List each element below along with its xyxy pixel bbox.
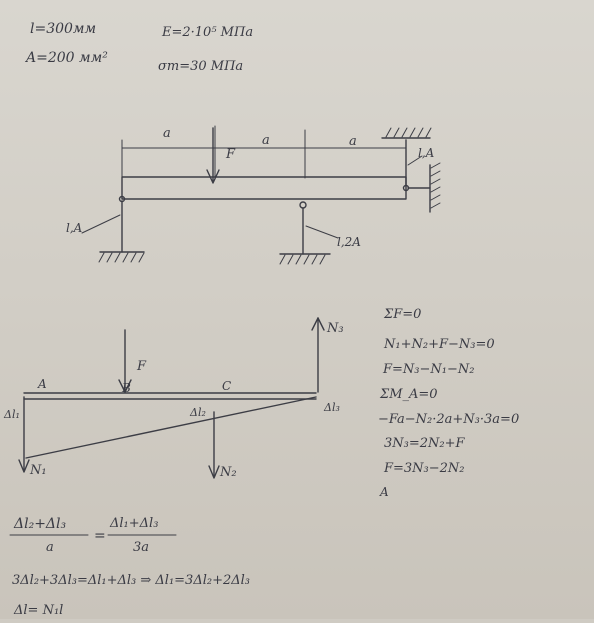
compat-left-numerator: Δl₂+Δl₃	[13, 516, 67, 532]
span-label-3: a	[349, 134, 357, 149]
compat-right-denominator: 3a	[133, 540, 149, 555]
leader-left	[81, 214, 121, 234]
compat-line-3: Δl= N₁l	[13, 603, 63, 618]
point-a: A	[37, 377, 47, 391]
compat-equals: =	[94, 528, 106, 544]
force-label-2: F	[136, 359, 147, 374]
ground-hatch-left	[98, 252, 145, 263]
n3-arrowhead	[311, 317, 325, 331]
equation-5: −Fa−N₂·2a+N₃·3a=0	[378, 412, 519, 427]
n1-arrowhead	[18, 459, 30, 473]
compatibility-block: Δl₂+Δl₃ a = Δl₁+Δl₃ 3a 3Δl₂+3Δl₃=Δl₁+Δl₃…	[9, 516, 250, 618]
span-label-2: a	[262, 133, 270, 148]
compat-left-denominator: a	[46, 540, 54, 555]
rod-left-label: l,A	[66, 221, 83, 235]
point-b: B	[121, 381, 131, 395]
given-area: A=200 мм²	[24, 50, 108, 66]
equation-3: F=N₃−N₁−N₂	[382, 362, 474, 377]
compat-line-2: 3Δl₂+3Δl₃=Δl₁+Δl₃ ⇒ Δl₁=3Δl₂+2Δl₃	[12, 573, 250, 588]
rigid-beam	[121, 176, 407, 200]
beam-deformed	[25, 396, 317, 459]
n2-label: N₂	[219, 465, 237, 480]
dl2-label: Δl₂	[189, 406, 206, 419]
equation-7: F=3N₃−2N₂	[383, 461, 465, 476]
equation-4: ΣM_A=0	[379, 387, 438, 402]
span-label-1: a	[163, 126, 171, 141]
point-c: C	[222, 379, 231, 393]
wall-hatch	[430, 162, 441, 209]
n2-arrowhead	[208, 465, 220, 479]
given-length: l=300мм	[30, 21, 96, 37]
given-yield-stress: σт=30 МПа	[158, 59, 243, 74]
force-arrowhead-2	[118, 379, 132, 393]
n3-label: N₃	[326, 321, 344, 336]
dl1-label: Δl₁	[3, 408, 20, 421]
rod-right-label: l,A	[418, 146, 435, 160]
compat-right-numerator: Δl₁+Δl₃	[109, 516, 158, 531]
force-arrowhead	[206, 169, 220, 184]
n1-label: N₁	[29, 463, 47, 478]
hinge-middle	[299, 201, 307, 209]
leader-right	[407, 155, 423, 166]
rod-middle-label: l,2A	[337, 235, 361, 249]
ceiling-hatch	[385, 127, 432, 138]
equations-block: ΣF=0 N₁+N₂+F−N₃=0 F=N₃−N₁−N₂ ΣM_A=0 −Fa−…	[378, 307, 519, 499]
ground-hatch-middle	[279, 254, 326, 265]
given-modulus: E=2·10⁵ МПа	[161, 25, 253, 40]
deformation-diagram: F A B C N₁ Δl₁ N₂ Δl₂ N₃ Δl₃	[3, 317, 344, 480]
equation-6: 3N₃=2N₂+F	[384, 436, 466, 451]
equation-8: A	[379, 485, 389, 499]
leader-middle	[305, 225, 339, 239]
equation-1: ΣF=0	[383, 307, 421, 322]
force-label: F	[225, 147, 236, 162]
dl3-label: Δl₃	[323, 401, 340, 414]
equation-2: N₁+N₂+F−N₃=0	[383, 337, 495, 352]
structure-scheme: a a a F l,A l,2A l,A	[66, 125, 441, 265]
